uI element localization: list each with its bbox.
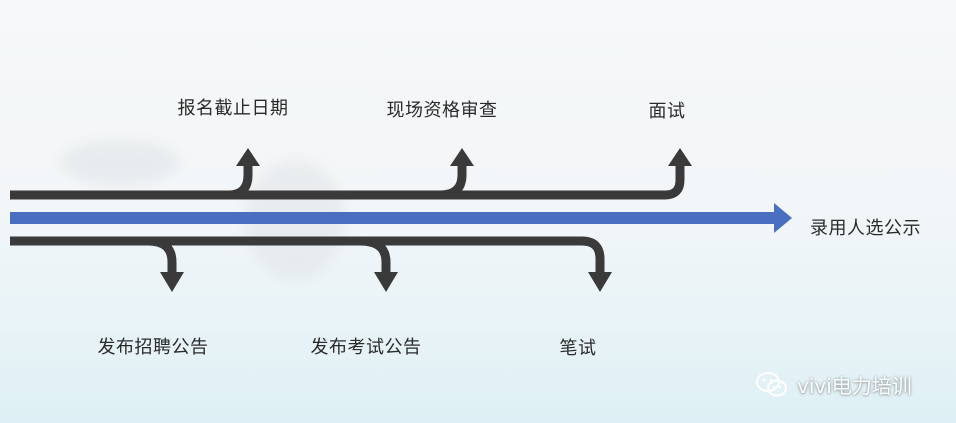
bottom-branch-1: [147, 236, 177, 274]
label-qualification-review: 现场资格审查: [386, 100, 498, 121]
bottom-track: [10, 236, 605, 274]
watermark-text: vivi电力培训: [797, 374, 912, 398]
bottom-arrowhead-1: [160, 272, 184, 292]
top-track-line: [10, 165, 685, 200]
label-recruitment-notice: 发布招聘公告: [97, 337, 209, 358]
label-registration-deadline: 报名截止日期: [177, 98, 289, 119]
bottom-track-line: [10, 236, 605, 274]
main-arrowhead: [774, 203, 792, 233]
bottom-arrowheads: [160, 272, 612, 292]
top-branch-1: [227, 162, 253, 200]
label-hiring-announcement: 录用人选公示: [810, 218, 921, 239]
top-track: [10, 162, 685, 200]
top-arrowhead-2: [450, 148, 474, 166]
label-exam-notice: 发布考试公告: [310, 337, 422, 358]
label-interview: 面试: [648, 101, 686, 122]
label-written-exam: 笔试: [559, 338, 597, 359]
main-arrow-shaft: [10, 212, 778, 224]
top-branch-2: [439, 162, 467, 200]
wechat-icon: [756, 371, 787, 396]
background-shape-left: [60, 140, 180, 185]
main-arrow: [10, 203, 792, 233]
bottom-arrowhead-3: [588, 272, 612, 292]
watermark: vivi电力培训: [755, 370, 912, 399]
bottom-branch-2: [359, 236, 391, 274]
top-arrowheads: [236, 148, 692, 166]
top-arrowhead-1: [236, 148, 260, 166]
top-arrowhead-3: [668, 148, 692, 166]
bottom-arrowhead-2: [374, 272, 398, 292]
